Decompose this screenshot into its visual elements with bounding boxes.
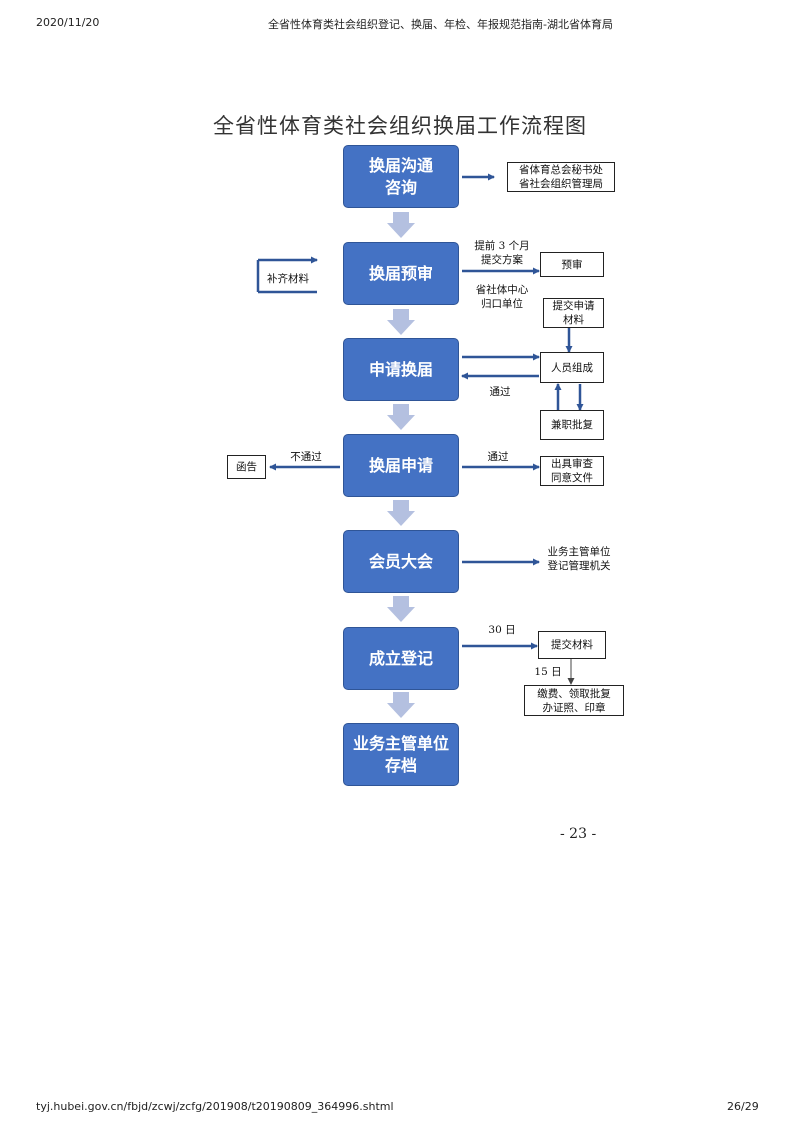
step-apply-renewal: 申请换届: [343, 338, 459, 401]
label-center: 省社体中心 归口单位: [475, 284, 529, 310]
down-arrow-2: [387, 309, 415, 335]
step-consult: 换届沟通 咨询: [343, 145, 459, 208]
box-issue-documents: 出具审查 同意文件: [540, 456, 604, 486]
document-title: 全省性体育类社会组织登记、换届、年检、年报规范指南-湖北省体育局: [268, 18, 613, 31]
page-number: - 23 -: [560, 826, 597, 842]
label-pass-2: 通过: [487, 451, 509, 463]
box-pre-review: 预审: [540, 252, 604, 277]
box-fees-licenses: 缴费、领取批复 办证照、印章: [524, 685, 624, 716]
down-arrow-3: [387, 404, 415, 430]
diagram-title: 全省性体育类社会组织换届工作流程图: [213, 114, 587, 138]
label-30-days: 30 日: [488, 624, 516, 636]
down-arrow-5: [387, 596, 415, 622]
footer-url[interactable]: tyj.hubei.gov.cn/fbjd/zcwj/zcfg/201908/t…: [36, 1100, 394, 1113]
step-renewal-application: 换届申请: [343, 434, 459, 497]
down-arrows: [387, 212, 415, 718]
label-15-days: 15 日: [534, 666, 562, 678]
print-date: 2020/11/20: [36, 16, 100, 29]
step-member-assembly: 会员大会: [343, 530, 459, 593]
label-pass-1: 通过: [489, 386, 511, 398]
step-registration: 成立登记: [343, 627, 459, 690]
box-letter: 函告: [227, 455, 266, 479]
step-archive: 业务主管单位 存档: [343, 723, 459, 786]
down-arrow-6: [387, 692, 415, 718]
box-submit-materials: 提交材料: [538, 631, 606, 659]
box-concurrent-approval: 兼职批复: [540, 410, 604, 440]
down-arrow-4: [387, 500, 415, 526]
step-pre-review: 换届预审: [343, 242, 459, 305]
label-authorities: 业务主管单位 登记管理机关: [547, 546, 611, 572]
label-three-months: 提前 3 个月 提交方案: [474, 240, 530, 266]
box-personnel: 人员组成: [540, 352, 604, 383]
box-secretariat: 省体育总会秘书处 省社会组织管理局: [507, 162, 615, 192]
label-supplement: 补齐材料: [267, 273, 309, 285]
down-arrow-1: [387, 212, 415, 238]
box-submit-application: 提交申请 材料: [543, 298, 604, 328]
label-fail: 不通过: [290, 451, 322, 463]
footer-page-count: 26/29: [727, 1100, 759, 1113]
